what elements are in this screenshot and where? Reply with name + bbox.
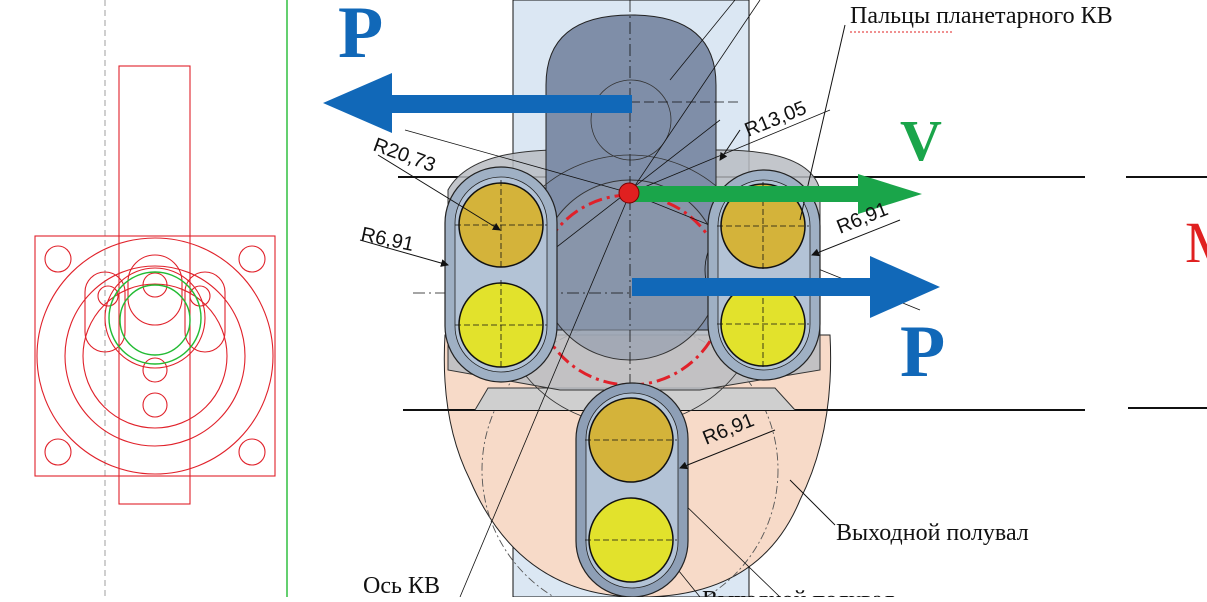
dim-r13: R13,05 xyxy=(742,97,810,142)
m-label-cut: M xyxy=(1185,210,1207,275)
label-cv-axis: Ось КВ xyxy=(363,573,440,597)
left-plan-green xyxy=(108,0,288,597)
dim-r20: R20,73 xyxy=(370,134,438,177)
p-top-label: P xyxy=(338,0,383,74)
label-output-halfshaft-cut-clip: Выходной полувал xyxy=(702,587,895,597)
label-output-halfshaft-cut: Выходной полувал xyxy=(702,587,895,597)
v-label: V xyxy=(900,108,942,173)
left-plan-drawing xyxy=(34,0,276,597)
dim-r6-left: R6,91 xyxy=(359,223,416,256)
force-arrow-right xyxy=(632,256,940,318)
p-bottom-label: P xyxy=(900,311,945,393)
velocity-arrow xyxy=(632,174,922,214)
force-arrow-left xyxy=(323,73,632,133)
halfshaft-pitch-circle xyxy=(481,321,779,602)
label-planetary-pins: Пальцы планетарного КВ xyxy=(850,3,1113,29)
shaft-circle-top xyxy=(590,79,672,161)
label-output-halfshaft: Выходной полувал xyxy=(836,520,1029,546)
center-point xyxy=(618,182,640,204)
